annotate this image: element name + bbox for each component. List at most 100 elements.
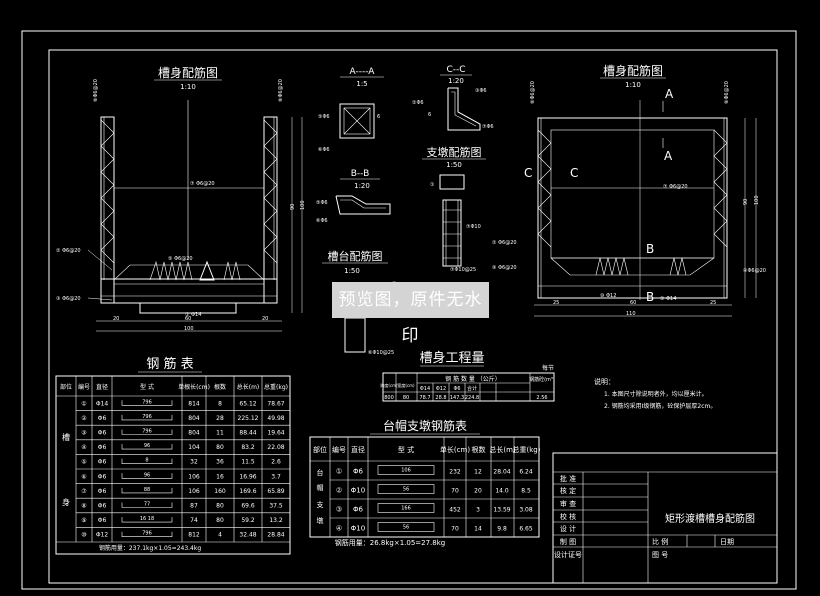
table-cell: Φ6 <box>98 517 107 524</box>
left-section-view: 槽身配筋图 1:10 ⑦ Φ6@20 ⑤ Φ6@20 ① Φ14 ② Φ6@20… <box>56 65 306 332</box>
table-header: 型 式 <box>140 383 154 391</box>
table-cell: 36 <box>216 459 224 466</box>
table-header: 单长(cm) <box>440 445 470 454</box>
svg-text:③Φ6: ③Φ6 <box>475 88 487 94</box>
notes-block: 说明： 1. 本图尺寸除说明者外，均以厘米计。 2. 钢筋均采用Ⅰ级钢筋，砼保护… <box>594 377 716 410</box>
section-bb: B--B 1:20 ⑤Φ6 ⑥Φ6 <box>316 169 391 224</box>
table-cell: 232 <box>449 469 461 476</box>
rebar-shape <box>121 458 173 465</box>
table-header: 总长(m) <box>237 383 260 391</box>
rebar-shape <box>121 400 173 406</box>
table-cell: 22.08 <box>267 444 284 451</box>
table-cell: 59.2 <box>241 517 255 524</box>
svg-text:③ Φ6@20: ③ Φ6@20 <box>56 296 81 302</box>
table-cell: 6.65 <box>519 526 533 533</box>
table-cell: Φ6 <box>98 459 107 466</box>
rebar-shape <box>121 444 173 450</box>
rebar-table-title: 钢 筋 表 <box>146 356 193 372</box>
table-header: 总重(kg) <box>513 445 541 454</box>
svg-text:20: 20 <box>262 316 268 322</box>
table-cell: 32.48 <box>239 532 256 539</box>
rebar-shape <box>121 473 173 479</box>
rebar-shape <box>377 465 435 475</box>
svg-text:② Φ6@20: ② Φ6@20 <box>56 248 81 254</box>
svg-text:⑥Φ6: ⑥Φ6 <box>318 147 330 153</box>
table-cell: 77 <box>144 502 150 508</box>
table-cell: 796 <box>142 399 152 405</box>
svg-text:B: B <box>646 290 654 304</box>
table-cell: 88.44 <box>239 430 256 437</box>
pier-title: 支墩配筋图 <box>427 145 482 159</box>
table-cell: 16 18 <box>140 516 154 522</box>
section-aa-title: A----A <box>350 67 376 77</box>
table-cell: 12 <box>474 469 482 476</box>
table-cell: 49.98 <box>267 415 284 422</box>
table-header: Φ12 <box>436 386 446 392</box>
table-header: 编号 <box>78 383 90 391</box>
table-header: 直径 <box>96 383 108 391</box>
svg-text:C: C <box>570 166 578 180</box>
svg-text:90: 90 <box>290 204 296 210</box>
table-cell: 78.7 <box>419 395 430 401</box>
table-cell: 69.6 <box>241 503 255 510</box>
table-header: Φ6 <box>453 386 460 392</box>
table-cell: 20 <box>474 488 482 495</box>
svg-text:⑦Φ10@25: ⑦Φ10@25 <box>450 267 476 273</box>
table-cell: Φ10 <box>351 525 365 533</box>
svg-text:⑦ Φ6@20: ⑦ Φ6@20 <box>663 184 688 190</box>
title-block-label: 批 准 <box>560 474 576 483</box>
table-header: 单根长(cm) <box>178 383 210 391</box>
svg-text:20: 20 <box>113 316 119 322</box>
rebar-part-label-2: 身 <box>62 497 70 507</box>
svg-text:⑦ Φ6@20: ⑦ Φ6@20 <box>190 181 215 187</box>
left-view-scale: 1:10 <box>180 83 196 91</box>
table-cell: 804 <box>188 430 200 437</box>
rebar-table: 钢 筋 表 部位编号直径型 式单根长(cm)根数总长(m)总重(kg) 槽 身 … <box>55 356 291 555</box>
svg-text:⑨ Φ6@20: ⑨ Φ6@20 <box>492 265 517 271</box>
table-cell: 812 <box>188 532 200 539</box>
pier-view: 支墩配筋图 1:50 ⑦Φ10 ⑦Φ10@25 ① <box>422 145 486 273</box>
preview-watermark: 预览图，原件无水印 <box>332 282 489 346</box>
svg-text:100: 100 <box>184 326 194 332</box>
svg-text:⑥Φ10@25: ⑥Φ10@25 <box>368 350 394 356</box>
svg-text:90: 90 <box>743 199 749 205</box>
table-cell: 80 <box>216 444 224 451</box>
table-cell: 13.2 <box>269 517 283 524</box>
table-header: 钢筋砼(m³) <box>529 376 555 383</box>
svg-text:④Φ6@20: ④Φ6@20 <box>743 268 766 274</box>
table-cell: 104 <box>188 444 200 451</box>
table-cell: ③ <box>336 506 342 514</box>
left-view-title: 槽身配筋图 <box>158 65 218 80</box>
svg-text:⑧Φ6@20: ⑧Φ6@20 <box>93 79 99 102</box>
title-block-label: 设 计 <box>560 524 576 533</box>
rebar-shape <box>121 414 173 421</box>
table-cell: 32 <box>190 459 198 466</box>
section-cc-scale: 1:20 <box>448 77 464 85</box>
table-cell: 6.24 <box>519 469 533 476</box>
pier-scale: 1:50 <box>446 161 462 169</box>
table-cell: ⑧ <box>81 503 86 510</box>
table-header: 跨度(cm) <box>380 382 398 388</box>
section-bb-scale: 1:20 <box>354 182 370 190</box>
table-cell: ① <box>81 400 86 407</box>
notes-line-1: 1. 本图尺寸除说明者外，均以厘米计。 <box>604 390 708 398</box>
table-header: 总长(m) <box>489 445 516 454</box>
table-cell: 74 <box>190 517 198 524</box>
svg-text:110: 110 <box>626 311 636 317</box>
rebar-shape <box>121 487 173 494</box>
table-cell: 166 <box>401 506 411 512</box>
table-cell: 796 <box>142 414 152 420</box>
table-cell: 3.7 <box>271 473 281 480</box>
table-cell: 2.56 <box>536 395 547 401</box>
rebar-shape <box>121 502 173 508</box>
svg-text:② Φ6@20: ② Φ6@20 <box>492 240 517 246</box>
table-cell: 8 <box>145 458 148 464</box>
table-cell: ④ <box>81 444 86 451</box>
table-cell: 28.8 <box>435 395 446 401</box>
title-block-label: 审 查 <box>560 499 576 508</box>
table-cell: 80 <box>216 517 224 524</box>
right-view-title: 槽身配筋图 <box>603 63 663 78</box>
table-header: 部位 <box>60 383 72 391</box>
table-header: 宽度(cm) <box>397 382 415 388</box>
